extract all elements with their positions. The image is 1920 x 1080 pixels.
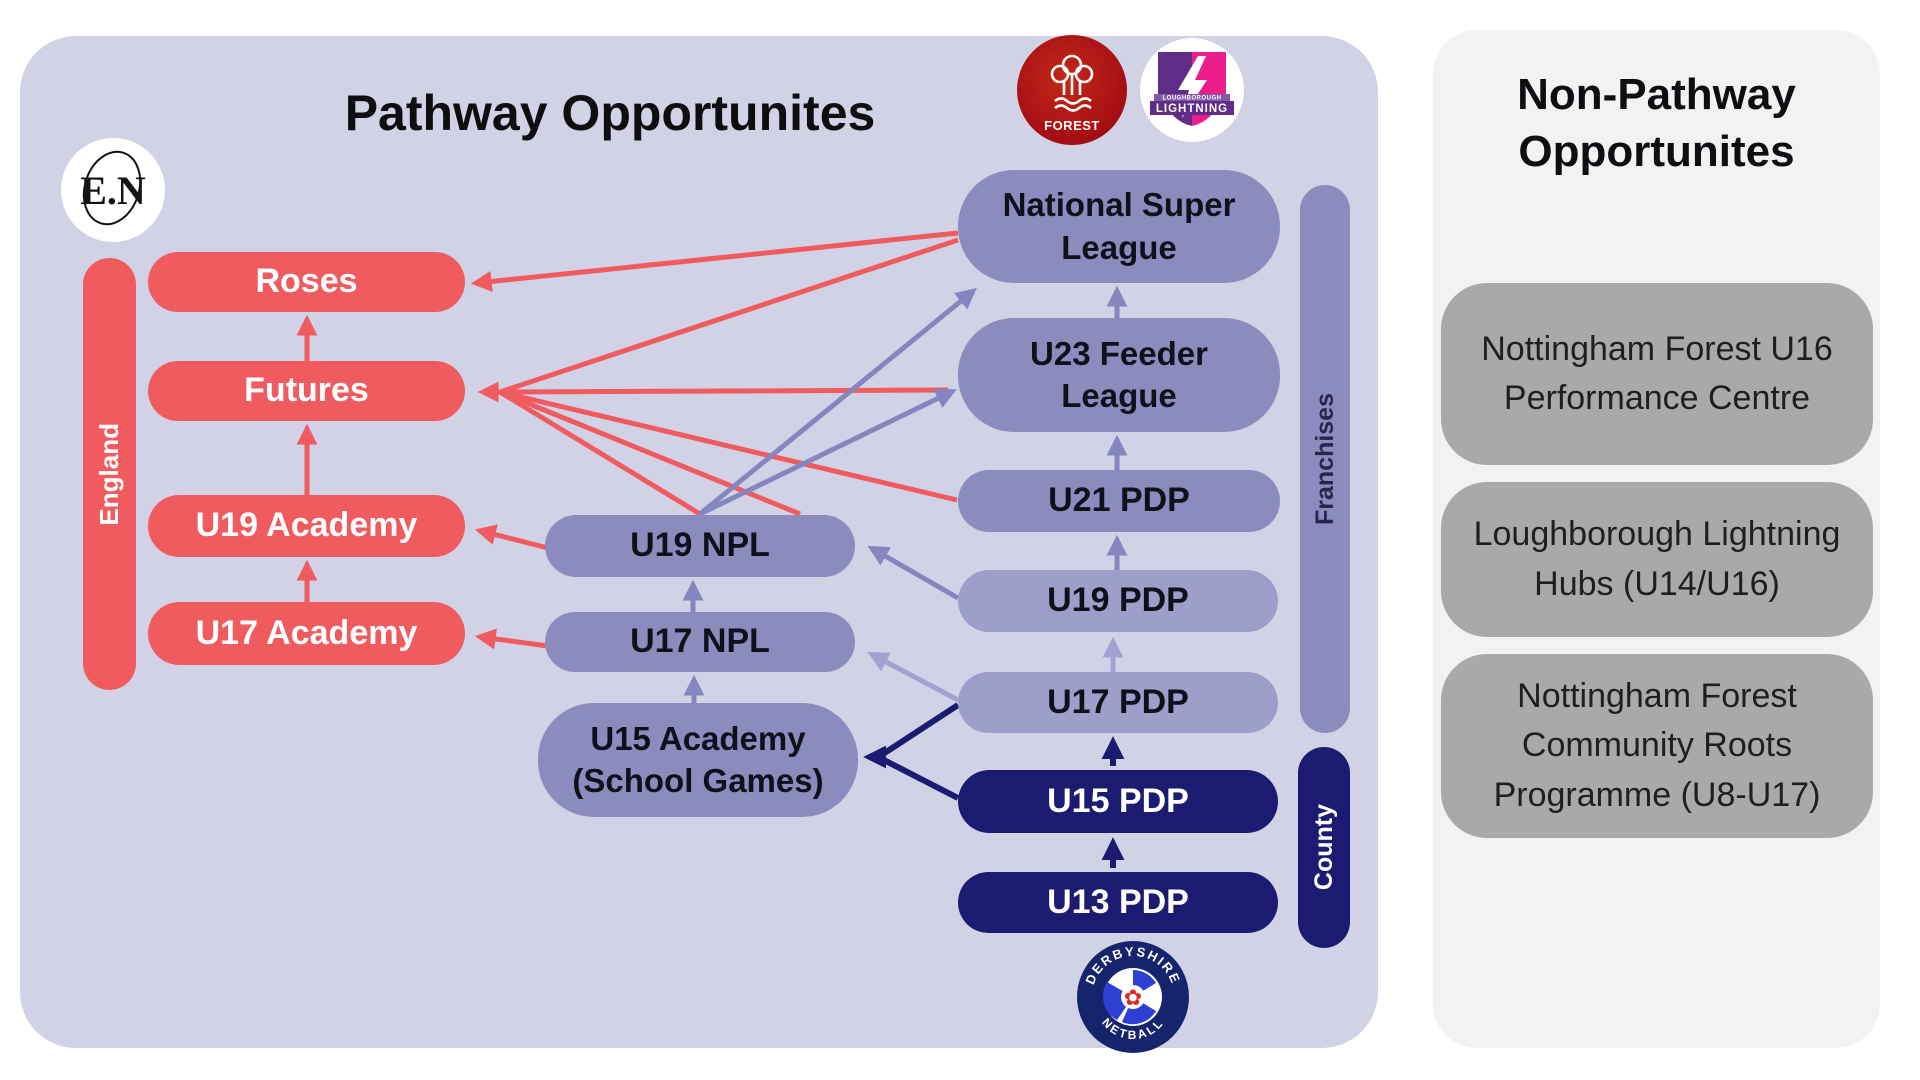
node-u15-academy: U15 Academy (School Games) xyxy=(538,703,858,817)
node-national-super-league: National Super League xyxy=(958,170,1280,283)
node-u23-feeder-league: U23 Feeder League xyxy=(958,318,1280,432)
franchises-bar: Franchises xyxy=(1300,185,1350,733)
forest-logo-text: FOREST xyxy=(1044,118,1100,133)
non-pathway-panel: Non-Pathway Opportunites Nottingham Fore… xyxy=(1433,30,1880,1048)
node-label: League xyxy=(1061,377,1177,414)
england-netball-logo-text: E.N xyxy=(80,168,146,213)
nottingham-forest-logo-icon: FOREST xyxy=(1017,35,1127,145)
non-pathway-box-community-roots: Nottingham Forest Community Roots Progra… xyxy=(1441,654,1873,838)
node-label: U13 PDP xyxy=(1047,882,1189,921)
non-pathway-title: Non-Pathway Opportunites xyxy=(1443,66,1870,180)
derbyshire-rose-icon: ✿ xyxy=(1124,985,1142,1010)
node-u15-pdp: U15 PDP xyxy=(958,770,1278,833)
node-label: League xyxy=(1061,228,1177,266)
node-u19-pdp: U19 PDP xyxy=(958,570,1278,632)
node-label: U19 NPL xyxy=(630,526,770,565)
lightning-logo-text-top: LOUGHBOROUGH xyxy=(1163,96,1222,102)
node-label: U23 Feeder xyxy=(1030,334,1208,372)
node-label: U17 PDP xyxy=(1047,682,1189,721)
derbyshire-netball-logo-icon: ✿ DERBYSHIRE NETBALL xyxy=(1077,941,1189,1053)
non-pathway-title-line1: Non-Pathway xyxy=(1517,70,1796,119)
node-label: U19 Academy xyxy=(195,506,418,545)
box-line: Programme (U8-U17) xyxy=(1493,775,1821,814)
non-pathway-title-line2: Opportunites xyxy=(1518,127,1795,177)
box-line: Loughborough Lightning xyxy=(1473,515,1841,554)
node-label: U19 PDP xyxy=(1047,581,1189,620)
box-line: Performance Centre xyxy=(1503,379,1811,417)
non-pathway-box-lightning-hubs: Loughborough Lightning Hubs (U14/U16) xyxy=(1441,482,1873,637)
box-line: Community Roots xyxy=(1521,726,1793,765)
node-label: (School Games) xyxy=(572,762,824,799)
node-roses: Roses xyxy=(148,252,465,312)
node-u19-academy: U19 Academy xyxy=(148,495,465,557)
county-bar: County xyxy=(1298,747,1350,948)
box-line: Hubs (U14/U16) xyxy=(1534,564,1780,603)
england-bar-label: England xyxy=(94,422,124,526)
loughborough-lightning-logo-icon: LOUGHBOROUGH LIGHTNING xyxy=(1140,38,1244,142)
england-netball-logo-icon: E.N xyxy=(61,138,165,242)
lightning-logo-text-main: LIGHTNING xyxy=(1156,103,1228,115)
node-u19-npl: U19 NPL xyxy=(545,515,855,577)
node-label: U21 PDP xyxy=(1048,481,1190,520)
node-u21-pdp: U21 PDP xyxy=(958,470,1280,532)
node-label: U17 NPL xyxy=(630,622,770,661)
node-label: U15 Academy xyxy=(590,719,806,757)
node-label: U17 Academy xyxy=(195,613,418,652)
node-u13-pdp: U13 PDP xyxy=(958,872,1278,933)
pathway-title: Pathway Opportunites xyxy=(344,85,876,141)
county-bar-label: County xyxy=(1309,804,1338,891)
node-u17-npl: U17 NPL xyxy=(545,612,855,672)
node-label: National Super xyxy=(1002,186,1236,224)
non-pathway-box-forest-u16: Nottingham Forest U16 Performance Centre xyxy=(1441,283,1873,465)
node-label: U15 PDP xyxy=(1047,781,1189,820)
box-line: Nottingham Forest xyxy=(1517,677,1797,716)
node-futures: Futures xyxy=(148,361,465,421)
box-line: Nottingham Forest U16 xyxy=(1481,329,1833,368)
node-label: Roses xyxy=(255,262,358,301)
england-bar: England xyxy=(83,258,136,690)
node-u17-academy: U17 Academy xyxy=(148,602,465,665)
node-label: Futures xyxy=(244,371,369,410)
franchises-bar-label: Franchises xyxy=(1310,392,1339,525)
node-u17-pdp: U17 PDP xyxy=(958,672,1278,733)
